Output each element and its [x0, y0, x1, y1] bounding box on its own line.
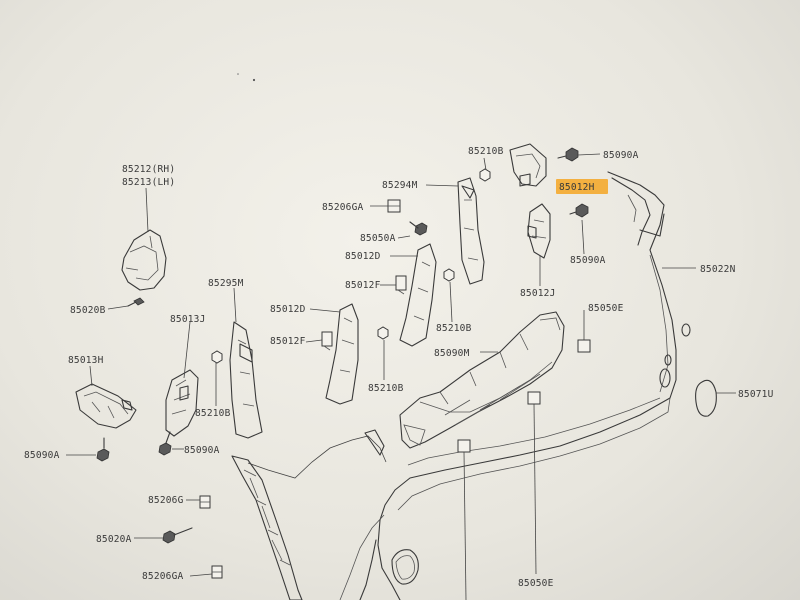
label-85213: 85213(LH): [122, 177, 175, 188]
label-85206ga-top: 85206GA: [322, 202, 364, 213]
lower-bracket-strip: [231, 455, 303, 600]
label-85013j: 85013J: [170, 314, 206, 325]
bracket-85012h: [509, 143, 547, 187]
leader-lines: [66, 153, 736, 600]
bolt-85090a-right: [569, 203, 589, 218]
label-85013h: 85013H: [68, 355, 104, 366]
label-85090a-mid: 85090A: [184, 445, 220, 456]
label-85295m: 85295M: [208, 278, 244, 289]
paper-specks: [237, 73, 256, 82]
label-85012h: 85012H: [559, 182, 595, 193]
clip-85050e-lower: [457, 439, 471, 453]
clip-85050e-mid: [527, 391, 541, 405]
label-85071u: 85071U: [738, 389, 774, 400]
label-85012d-top: 85012D: [345, 251, 381, 262]
nut-85210b-right: [443, 268, 455, 282]
side-bracket-85295m: [229, 321, 263, 439]
label-85090m: 85090M: [434, 348, 470, 359]
bolt-85090a-top: [557, 147, 579, 162]
label-85020b: 85020B: [70, 305, 106, 316]
cable-line: [247, 429, 387, 479]
label-85090a-right: 85090A: [570, 255, 606, 266]
fasteners: [96, 147, 591, 579]
label-85206g: 85206G: [148, 495, 184, 506]
label-85050e-upper: 85050E: [588, 303, 624, 314]
clip-85012f-right: [395, 275, 407, 295]
label-85210b-mid: 85210B: [368, 383, 404, 394]
clip-85206ga-top: [387, 199, 401, 213]
bumper-fascia: [339, 171, 691, 600]
bracket-85012j: [527, 203, 551, 259]
label-85022n: 85022N: [700, 264, 736, 275]
energy-absorber-85090m: [399, 311, 565, 449]
part-labels: 85212(RH) 85213(LH) 85020B 85013J 85295M…: [24, 146, 774, 589]
nut-85210b-mid: [377, 326, 389, 340]
label-85012f-top: 85012F: [345, 280, 381, 291]
bolt-85050a: [409, 221, 428, 236]
bolt-85090a-mid: [158, 431, 172, 456]
bolt-85090a-left: [96, 437, 110, 462]
label-85012j: 85012J: [520, 288, 556, 299]
bolt-85020b: [127, 297, 145, 307]
side-bracket-85212: [121, 229, 167, 291]
clip-85206ga-bottom: [211, 565, 223, 579]
plug-85071u: [695, 379, 717, 417]
label-85050e-lower: 85050E: [518, 578, 554, 589]
nut-85210b-left: [211, 350, 223, 364]
highlight-box: [556, 179, 608, 194]
label-85210b-left: 85210B: [195, 408, 231, 419]
label-85212: 85212(RH): [122, 164, 175, 175]
strip-85294m: [457, 177, 485, 285]
bracket-85012d-left: [325, 303, 359, 405]
bracket-85013h: [75, 383, 137, 429]
clip-85050e-upper: [577, 339, 591, 353]
label-85020a: 85020A: [96, 534, 132, 545]
label-85050a: 85050A: [360, 233, 396, 244]
bracket-85012d-right: [399, 243, 437, 347]
bracket-85013j: [165, 369, 199, 437]
label-85210b-top: 85210B: [468, 146, 504, 157]
label-85012d-left: 85012D: [270, 304, 306, 315]
label-85206ga-bottom: 85206GA: [142, 571, 184, 582]
label-85090a-left: 85090A: [24, 450, 60, 461]
label-85090a-top: 85090A: [603, 150, 639, 161]
clip-85206g: [199, 495, 211, 509]
bolt-85020a: [162, 527, 193, 544]
label-85012f-left: 85012F: [270, 336, 306, 347]
label-85294m: 85294M: [382, 180, 418, 191]
clip-85012f-left: [321, 331, 333, 351]
nut-85210b-top: [479, 168, 491, 182]
label-85210b-right: 85210B: [436, 323, 472, 334]
